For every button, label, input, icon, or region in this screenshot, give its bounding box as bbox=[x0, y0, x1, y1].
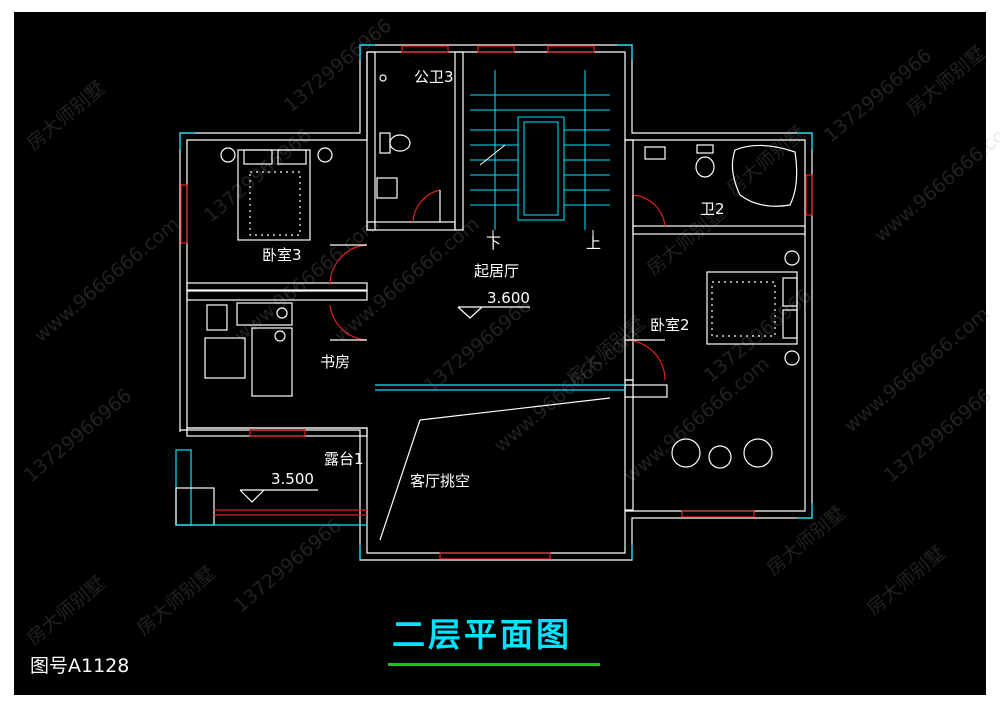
elevation-second-floor: 3.600 bbox=[487, 289, 530, 307]
room-label-study: 书房 bbox=[320, 353, 351, 371]
room-label-bedroom2: 卧室2 bbox=[650, 316, 690, 334]
room-label-bath2: 卫2 bbox=[700, 200, 725, 218]
drawing-title: 二层平面图 bbox=[392, 615, 572, 654]
bath2-fixtures bbox=[644, 144, 798, 207]
terrace-outline bbox=[175, 449, 367, 526]
elevation-markers bbox=[239, 306, 530, 503]
drawing-canvas bbox=[14, 12, 986, 695]
interior-walls bbox=[186, 51, 806, 511]
bed-bedroom2 bbox=[706, 250, 800, 366]
room-label-public-bath: 公卫3 bbox=[414, 68, 454, 86]
room-label-terrace: 露台1 bbox=[324, 450, 364, 468]
drawing-number: 图号A1128 bbox=[30, 655, 130, 677]
room-label-void: 客厅挑空 bbox=[410, 472, 471, 490]
elevation-terrace: 3.500 bbox=[271, 470, 314, 488]
bath3-fixtures bbox=[376, 74, 411, 199]
study-furniture bbox=[204, 302, 293, 397]
stair-up-label: 上 bbox=[586, 234, 602, 252]
doors bbox=[329, 189, 666, 381]
windows bbox=[180, 45, 813, 560]
stair-down-label: 下 bbox=[486, 234, 502, 252]
lounge-chairs bbox=[671, 438, 773, 469]
room-label-bedroom3: 卧室3 bbox=[262, 246, 302, 264]
title-underline bbox=[388, 663, 600, 666]
room-label-living: 起居厅 bbox=[474, 262, 520, 280]
void-edge bbox=[375, 384, 625, 541]
staircase bbox=[470, 70, 610, 240]
bed-bedroom3 bbox=[220, 147, 333, 241]
column-marks bbox=[179, 44, 813, 560]
